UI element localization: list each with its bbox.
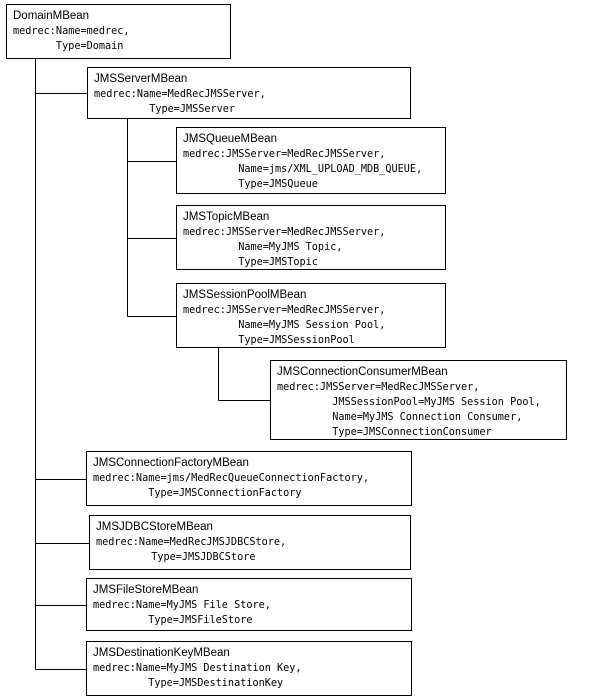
jms-server-mbean-box: JMSServerMBean medrec:Name=MedRecJMSServe… xyxy=(87,67,411,119)
domain-mbean-title: DomainMBean xyxy=(13,10,90,22)
jms-topic-mbean-attribute-line: Name=MyJMS Topic, xyxy=(183,242,343,253)
domain-mbean-attribute-line: Type=Domain xyxy=(13,41,124,52)
jms-file-store-mbean-box: JMSFileStoreMBean medrec:Name=MyJMS File … xyxy=(86,578,412,631)
jms-queue-mbean-attribute-line: Type=JMSQueue xyxy=(183,179,318,190)
jms-queue-mbean-title: JMSQueueMBean xyxy=(183,133,277,145)
jms-session-pool-mbean-attribute-line: medrec:JMSServer=MedRecJMSServer, xyxy=(183,305,386,316)
jms-destination-key-mbean-attribute-line: Type=JMSDestinationKey xyxy=(93,678,284,689)
jms-jdbc-store-mbean-attribute-line: Type=JMSJDBCStore xyxy=(96,552,256,563)
jms-connection-consumer-mbean-attribute-line: Type=JMSConnectionConsumer xyxy=(277,427,492,438)
jms-queue-mbean-attribute-line: medrec:JMSServer=MedRecJMSServer, xyxy=(183,149,386,160)
jms-connection-factory-mbean-box: JMSConnectionFactoryMBean medrec:Name=jms… xyxy=(86,451,412,506)
jms-topic-mbean-attribute-line: medrec:JMSServer=MedRecJMSServer, xyxy=(183,227,386,238)
domain-mbean-box: DomainMBean medrec:Name=medrec, Type=Doma… xyxy=(6,4,231,59)
jms-file-store-mbean-attribute-line: medrec:Name=MyJMS File Store, xyxy=(93,600,271,611)
jms-queue-mbean-attribute-line: Name=jms/XML_UPLOAD_MDB_QUEUE, xyxy=(183,164,423,175)
jms-topic-mbean-attribute-line: Type=JMSTopic xyxy=(183,257,318,268)
jms-queue-mbean-box: JMSQueueMBean medrec:JMSServer=MedRecJMSS… xyxy=(176,127,446,194)
jms-connection-consumer-mbean-attribute-line: JMSSessionPool=MyJMS Session Pool, xyxy=(277,397,541,408)
jms-jdbc-store-mbean-attribute-line: medrec:Name=MedRecJMSJDBCStore, xyxy=(96,537,287,548)
jms-destination-key-mbean-box: JMSDestinationKeyMBean medrec:Name=MyJMS … xyxy=(86,641,412,696)
jms-session-pool-mbean-title: JMSSessionPoolMBean xyxy=(183,289,307,301)
jms-connection-factory-mbean-attribute-line: medrec:Name=jms/MedRecQueueConnectionFac… xyxy=(93,473,370,484)
jms-server-mbean-attribute-line: medrec:Name=MedRecJMSServer, xyxy=(94,89,266,100)
jms-connection-consumer-mbean-attribute-line: Name=MyJMS Connection Consumer, xyxy=(277,412,523,423)
jms-connection-factory-mbean-title: JMSConnectionFactoryMBean xyxy=(93,457,249,469)
jms-jdbc-store-mbean-title: JMSJDBCStoreMBean xyxy=(96,521,213,533)
jms-session-pool-mbean-attribute-line: Name=MyJMS Session Pool, xyxy=(183,320,386,331)
jms-connection-consumer-mbean-title: JMSConnectionConsumerMBean xyxy=(277,366,448,378)
jms-connection-consumer-mbean-attribute-line: medrec:JMSServer=MedRecJMSServer, xyxy=(277,382,480,393)
domain-mbean-attribute-line: medrec:Name=medrec, xyxy=(13,26,130,37)
jms-jdbc-store-mbean-box: JMSJDBCStoreMBean medrec:Name=MedRecJMSJD… xyxy=(89,515,411,570)
jms-topic-mbean-box: JMSTopicMBean medrec:JMSServer=MedRecJMSS… xyxy=(176,205,446,270)
jms-session-pool-mbean-attribute-line: Type=JMSSessionPool xyxy=(183,335,355,346)
jms-file-store-mbean-title: JMSFileStoreMBean xyxy=(93,584,199,596)
jms-connection-factory-mbean-attribute-line: Type=JMSConnectionFactory xyxy=(93,488,302,499)
jms-destination-key-mbean-attribute-line: medrec:Name=MyJMS Destination Key, xyxy=(93,663,302,674)
jms-server-mbean-title: JMSServerMBean xyxy=(94,73,188,85)
jms-session-pool-mbean-box: JMSSessionPoolMBean medrec:JMSServer=MedR… xyxy=(176,283,446,348)
jms-topic-mbean-title: JMSTopicMBean xyxy=(183,211,270,223)
jms-destination-key-mbean-title: JMSDestinationKeyMBean xyxy=(93,647,230,659)
jms-file-store-mbean-attribute-line: Type=JMSFileStore xyxy=(93,615,253,626)
jms-server-mbean-attribute-line: Type=JMSServer xyxy=(94,104,236,115)
jms-connection-consumer-mbean-box: JMSConnectionConsumerMBean medrec:JMSServ… xyxy=(270,360,567,440)
